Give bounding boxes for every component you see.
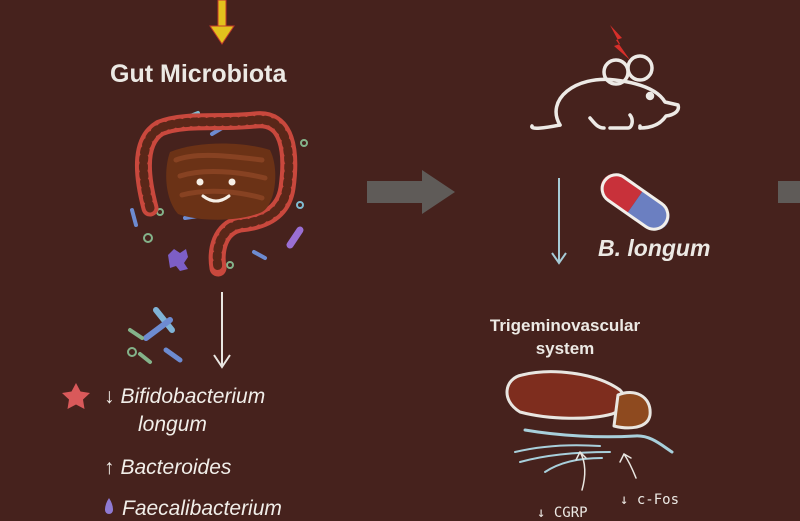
taxon-faecalibacterium: Faecalibacterium	[122, 497, 282, 521]
taxon-name: Bacteroides	[120, 456, 232, 479]
taxon-bifidobacterium-cont: longum	[138, 413, 207, 436]
taxon-change-arrow: ↓	[104, 385, 115, 408]
lightning-icon	[610, 25, 630, 60]
capsule-icon	[600, 173, 670, 231]
taxon-bifidobacterium: ↓Bifidobacterium	[104, 385, 265, 409]
marker-cgrp: ↓ CGRP	[537, 505, 588, 521]
mouse-icon	[530, 54, 681, 130]
bacteria-icon	[105, 498, 113, 514]
process-arrow	[778, 181, 800, 203]
taxon-name: Bifidobacterium	[120, 385, 266, 408]
bacteria-icon	[127, 307, 183, 364]
trigeminovascular-title: Trigeminovascular system	[489, 316, 641, 358]
star-icon	[62, 383, 90, 409]
brain-icon	[505, 370, 674, 491]
drug-label: B. longum	[598, 235, 711, 261]
marker-cfos: ↓ c-Fos	[620, 492, 680, 508]
double-arrow-icon	[209, 0, 235, 45]
gut-microbiota-title: Gut Microbiota	[110, 60, 287, 88]
down-arrow	[213, 292, 231, 369]
taxon-name: Faecalibacterium	[122, 497, 282, 520]
bacteria-icon	[168, 249, 188, 271]
taxon-bacteroides: ↑Bacteroides	[104, 456, 231, 480]
gut-icon	[134, 111, 298, 277]
down-arrow	[551, 178, 567, 265]
taxon-change-arrow: ↑	[104, 456, 115, 479]
process-arrow	[367, 170, 455, 214]
